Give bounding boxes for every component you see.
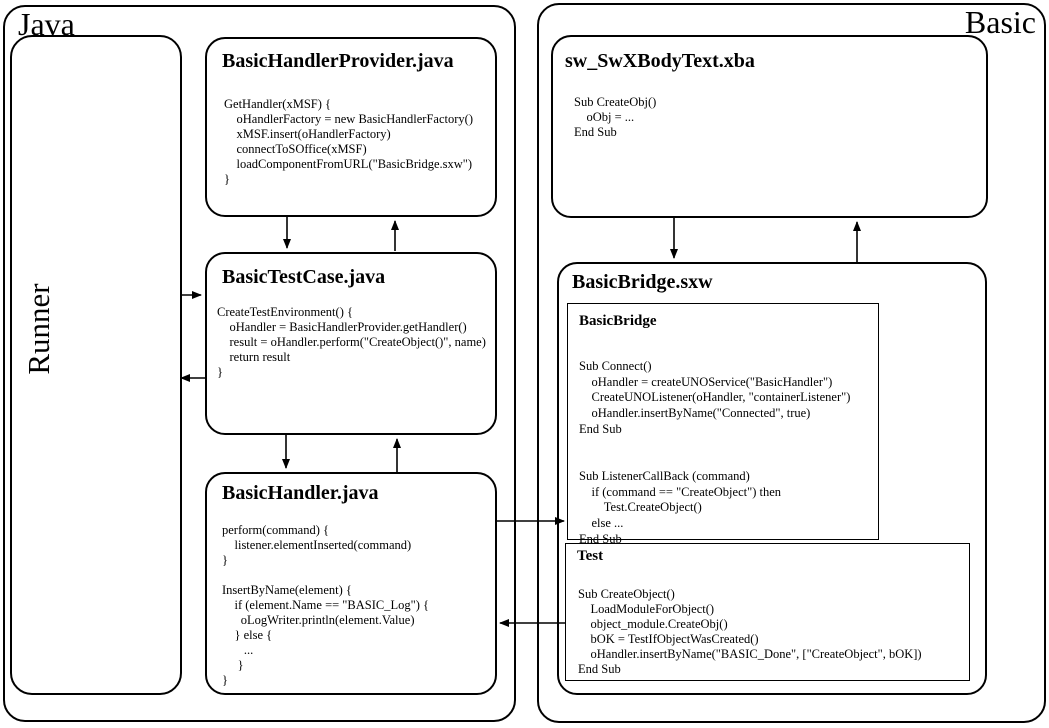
code-line: oLogWriter.println(element.Value): [222, 613, 415, 627]
code-line: else ...: [579, 515, 624, 530]
box-title-basic-test-case: BasicTestCase.java: [222, 266, 386, 288]
code-line: CreateUNOListener(oHandler, "containerLi…: [579, 390, 851, 405]
box-title-sw-swx-body-text: sw_SwXBodyText.xba: [565, 50, 755, 72]
box-sw-swx-body-text: sw_SwXBodyText.xba Sub CreateObj() oObj …: [551, 35, 988, 218]
code-line: CreateTestEnvironment() {: [217, 305, 353, 319]
code-line: Sub ListenerCallBack (command): [579, 468, 750, 483]
code-line: listener.elementInserted(command): [222, 538, 412, 552]
code-line: if (command == "CreateObject") then: [579, 484, 782, 499]
code-line: ...: [222, 643, 254, 657]
code-line: [222, 568, 429, 583]
box-test-module: Test Sub CreateObject() LoadModuleForObj…: [565, 543, 970, 681]
code-line: oHandler.insertByName("BASIC_Done", ["Cr…: [578, 647, 922, 661]
code-line: }: [222, 658, 244, 672]
code-line: perform(command) {: [222, 523, 330, 537]
code-line: object_module.CreateObj(): [578, 617, 728, 631]
code-line: }: [217, 365, 223, 379]
code-line: Test.CreateObject(): [579, 500, 702, 515]
code-line: End Sub: [579, 421, 622, 436]
code-basic-test-case: CreateTestEnvironment() { oHandler = Bas…: [217, 305, 486, 380]
code-line: End Sub: [578, 662, 621, 676]
code-sw-swx-body-text: Sub CreateObj() oObj = ...End Sub: [574, 95, 656, 140]
runner-label: Runner: [21, 283, 56, 375]
code-line: End Sub: [579, 531, 622, 546]
code-line: } else {: [222, 628, 273, 642]
code-basic-bridge-module: Sub Connect() oHandler = createUNOServic…: [579, 359, 850, 547]
code-line: }: [224, 172, 230, 186]
box-basic-test-case: BasicTestCase.java CreateTestEnvironment…: [205, 252, 497, 435]
code-line: oHandler = BasicHandlerProvider.getHandl…: [217, 320, 467, 334]
box-title-basic-handler-provider: BasicHandlerProvider.java: [222, 50, 454, 72]
code-line: oHandlerFactory = new BasicHandlerFactor…: [224, 112, 473, 126]
box-basic-handler: BasicHandler.java perform(command) { lis…: [205, 472, 497, 695]
code-line: oObj = ...: [574, 110, 635, 124]
code-line: [579, 453, 850, 469]
box-title-basic-handler: BasicHandler.java: [222, 482, 379, 504]
runner-box: [10, 35, 182, 695]
code-line: InsertByName(element) {: [222, 583, 352, 597]
code-line: Sub CreateObj(): [574, 95, 657, 109]
code-line: [579, 437, 850, 453]
code-line: GetHandler(xMSF) {: [224, 97, 332, 111]
code-line: result = oHandler.perform("CreateObject(…: [217, 335, 486, 349]
code-line: xMSF.insert(oHandlerFactory): [224, 127, 391, 141]
code-line: bOK = TestIfObjectWasCreated(): [578, 632, 759, 646]
code-line: oHandler = createUNOService("BasicHandle…: [579, 374, 833, 389]
code-line: loadComponentFromURL("BasicBridge.sxw"): [224, 157, 473, 171]
code-line: oHandler.insertByName("Connected", true): [579, 406, 811, 421]
code-basic-handler-provider: GetHandler(xMSF) { oHandlerFactory = new…: [224, 97, 473, 187]
code-line: if (element.Name == "BASIC_Log") {: [222, 598, 430, 612]
code-line: connectToSOffice(xMSF): [224, 142, 367, 156]
basic-region-label: Basic: [964, 4, 1036, 40]
box-basic-handler-provider: BasicHandlerProvider.java GetHandler(xMS…: [205, 37, 497, 217]
box-basic-bridge-module: BasicBridge Sub Connect() oHandler = cre…: [567, 303, 879, 546]
module-title-basic-bridge: BasicBridge: [579, 313, 657, 329]
code-line: }: [222, 553, 228, 567]
code-basic-handler: perform(command) { listener.elementInser…: [222, 523, 429, 688]
box-title-basic-bridge-sxw: BasicBridge.sxw: [572, 271, 713, 293]
code-line: LoadModuleForObject(): [578, 602, 715, 616]
code-test-module: Sub CreateObject() LoadModuleForObject()…: [578, 587, 922, 677]
code-line: Sub Connect(): [579, 359, 652, 373]
code-line: Sub CreateObject(): [578, 587, 675, 601]
code-line: return result: [217, 350, 291, 364]
code-line: }: [222, 673, 228, 687]
module-title-test: Test: [577, 548, 604, 564]
code-line: End Sub: [574, 125, 617, 139]
